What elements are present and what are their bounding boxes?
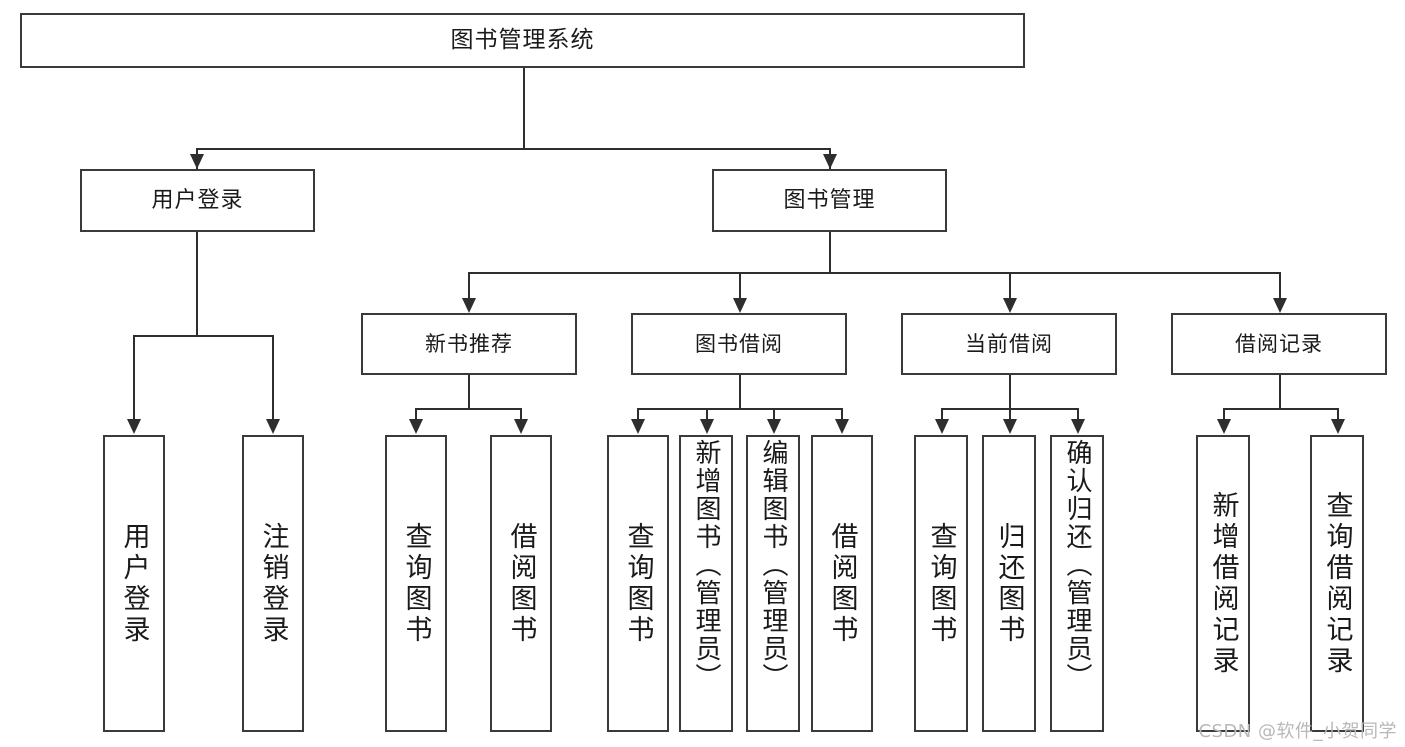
- leaf-label: 确认归还（管理员）: [1062, 439, 1092, 691]
- arrowhead-book-borrow: [733, 298, 747, 313]
- connector-book-management-stem: [829, 232, 831, 272]
- arrowhead-new-book-recommend: [462, 298, 476, 313]
- connector-borrow-record-stem: [1279, 375, 1281, 408]
- leaf-label: 注销登录: [257, 521, 289, 646]
- leaf-query-borrow-record[interactable]: 查询借阅记录: [1310, 435, 1364, 732]
- arrowhead-leaf-add-book: [700, 419, 714, 434]
- node-label: 图书管理系统: [450, 26, 595, 53]
- connector-root-stem: [523, 68, 525, 148]
- node-label: 图书借阅: [695, 331, 783, 356]
- node-book-management[interactable]: 图书管理: [712, 169, 947, 232]
- connector-current-borrow-stem: [1009, 375, 1011, 408]
- connector-current-borrow-leaf-1: [941, 408, 943, 420]
- arrowhead-leaf-logout: [266, 419, 280, 434]
- arrowhead-leaf-query-book-2: [631, 419, 645, 434]
- leaf-borrow-book-new[interactable]: 借阅图书: [490, 435, 552, 732]
- leaf-label: 查询图书: [622, 521, 654, 646]
- leaf-add-borrow-record[interactable]: 新增借阅记录: [1196, 435, 1250, 732]
- connector-book-borrow-leaf-4: [841, 408, 843, 420]
- arrowhead-leaf-borrow-book-2: [835, 419, 849, 434]
- connector-book-borrow-leaf-1: [637, 408, 639, 420]
- connector-user-login-leaf-2: [272, 335, 274, 420]
- arrowhead-leaf-user-login: [127, 419, 141, 434]
- connector-book-borrow-stem: [739, 375, 741, 408]
- leaf-label: 查询借阅记录: [1321, 490, 1353, 677]
- node-label: 图书管理: [783, 187, 876, 213]
- connector-to-borrow-record: [1279, 272, 1281, 300]
- leaf-query-book-borrow[interactable]: 查询图书: [607, 435, 669, 732]
- node-new-book-recommend[interactable]: 新书推荐: [361, 313, 577, 375]
- leaf-query-book-current[interactable]: 查询图书: [914, 435, 968, 732]
- connector-to-current-borrow: [1009, 272, 1011, 300]
- arrowhead-leaf-borrow-book-1: [514, 419, 528, 434]
- leaf-borrow-book-borrow[interactable]: 借阅图书: [811, 435, 873, 732]
- leaf-label: 编辑图书（管理员）: [758, 439, 788, 691]
- leaf-label: 借阅图书: [505, 521, 537, 646]
- leaf-edit-book-admin[interactable]: 编辑图书（管理员）: [746, 435, 800, 732]
- connector-book-borrow-bus: [637, 408, 842, 410]
- arrowhead-current-borrow: [1003, 298, 1017, 313]
- leaf-label: 查询图书: [925, 521, 957, 646]
- connector-current-borrow-leaf-3: [1077, 408, 1079, 420]
- connector-to-new-book: [468, 272, 470, 300]
- leaf-label: 用户登录: [118, 521, 150, 646]
- arrowhead-leaf-edit-book: [767, 419, 781, 434]
- connector-root-bus: [196, 148, 831, 150]
- connector-user-login-bus: [133, 335, 272, 337]
- node-user-login[interactable]: 用户登录: [80, 169, 315, 232]
- connector-to-book-borrow: [739, 272, 741, 300]
- arrowhead-leaf-query-book-3: [935, 419, 949, 434]
- leaf-confirm-return-admin[interactable]: 确认归还（管理员）: [1050, 435, 1104, 732]
- leaf-user-login[interactable]: 用户登录: [103, 435, 165, 732]
- connector-new-book-leaf-1: [415, 408, 417, 420]
- node-label: 借阅记录: [1235, 331, 1323, 356]
- leaf-add-book-admin[interactable]: 新增图书（管理员）: [679, 435, 733, 732]
- node-book-management-system[interactable]: 图书管理系统: [20, 13, 1025, 68]
- node-borrow-record[interactable]: 借阅记录: [1171, 313, 1387, 375]
- connector-user-login-stem: [196, 232, 198, 335]
- leaf-label: 新增图书（管理员）: [691, 439, 721, 691]
- leaf-label: 新增借阅记录: [1207, 490, 1239, 677]
- node-label: 用户登录: [151, 187, 244, 213]
- connector-current-borrow-leaf-2: [1009, 408, 1011, 420]
- arrowhead-leaf-query-book-1: [409, 419, 423, 434]
- node-book-borrow[interactable]: 图书借阅: [631, 313, 847, 375]
- connector-borrow-record-bus: [1223, 408, 1337, 410]
- arrowhead-user-login: [190, 154, 204, 169]
- arrowhead-borrow-record: [1273, 298, 1287, 313]
- leaf-query-book-new[interactable]: 查询图书: [385, 435, 447, 732]
- arrowhead-leaf-confirm-return: [1071, 419, 1085, 434]
- arrowhead-book-management: [823, 154, 837, 169]
- node-label: 新书推荐: [425, 331, 513, 356]
- node-label: 当前借阅: [965, 331, 1053, 356]
- connector-new-book-stem: [468, 375, 470, 408]
- watermark-text: CSDN @软件_小贺同学: [1198, 721, 1397, 742]
- connector-new-book-leaf-2: [520, 408, 522, 420]
- connector-book-borrow-leaf-2: [706, 408, 708, 420]
- connector-book-management-bus: [468, 272, 1280, 274]
- leaf-logout[interactable]: 注销登录: [242, 435, 304, 732]
- arrowhead-leaf-return-book: [1003, 419, 1017, 434]
- leaf-label: 归还图书: [993, 521, 1025, 646]
- connector-borrow-record-leaf-1: [1223, 408, 1225, 420]
- leaf-label: 借阅图书: [826, 521, 858, 646]
- connector-borrow-record-leaf-2: [1337, 408, 1339, 420]
- connector-user-login-leaf-1: [133, 335, 135, 420]
- arrowhead-leaf-query-record: [1331, 419, 1345, 434]
- arrowhead-leaf-add-record: [1217, 419, 1231, 434]
- leaf-return-book[interactable]: 归还图书: [982, 435, 1036, 732]
- connector-book-borrow-leaf-3: [773, 408, 775, 420]
- node-current-borrow[interactable]: 当前借阅: [901, 313, 1117, 375]
- leaf-label: 查询图书: [400, 521, 432, 646]
- connector-new-book-bus: [415, 408, 521, 410]
